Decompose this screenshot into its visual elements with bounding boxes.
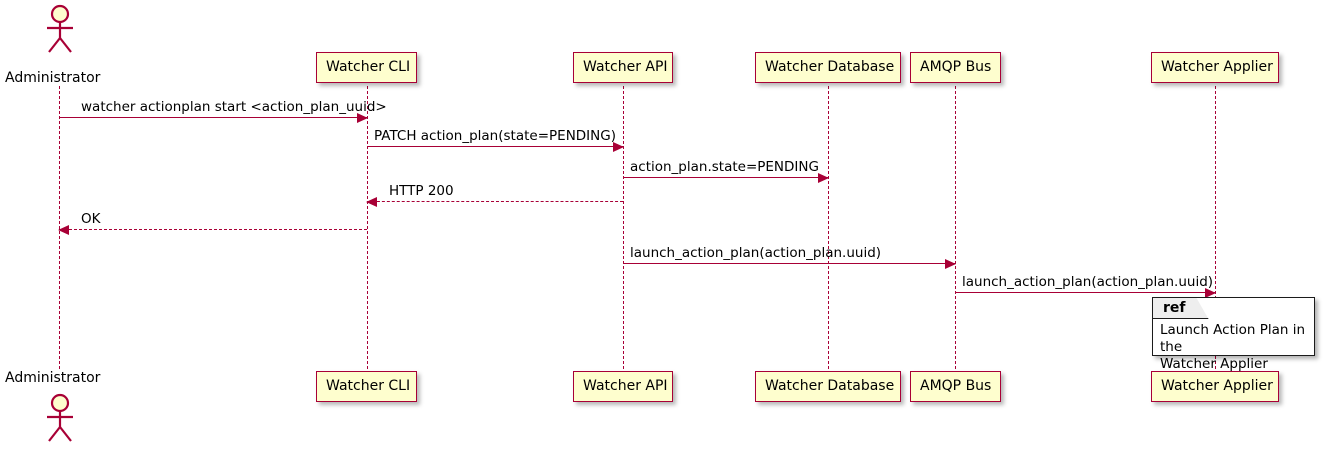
lifeline-amqp-bus (955, 86, 956, 369)
participant-watcher-applier-bottom[interactable]: Watcher Applier (1151, 371, 1279, 402)
arrowhead-left-icon (58, 225, 69, 235)
participant-watcher-cli-top[interactable]: Watcher CLI (316, 52, 417, 83)
actor-label-bottom: Administrator (5, 370, 101, 386)
lifeline-watcher-database (828, 86, 829, 369)
message-launch-action-plan-bus-to-applier: launch_action_plan(action_plan.uuid) (955, 274, 1216, 298)
participant-watcher-database-bottom[interactable]: Watcher Database (755, 371, 901, 402)
participant-amqp-bus-bottom[interactable]: AMQP Bus (910, 371, 1001, 402)
message-label: PATCH action_plan(state=PENDING) (374, 128, 616, 144)
message-label: OK (81, 211, 101, 227)
actor-stick-figure-icon (47, 4, 73, 53)
message-label: launch_action_plan(action_plan.uuid) (962, 274, 1214, 290)
arrowhead-right-icon (818, 173, 829, 183)
message-label: launch_action_plan(action_plan.uuid) (630, 245, 882, 261)
participant-amqp-bus-top[interactable]: AMQP Bus (910, 52, 1001, 83)
message-http-200: HTTP 200 (366, 183, 623, 207)
participant-watcher-api-top[interactable]: Watcher API (573, 52, 673, 83)
arrowhead-left-icon (366, 197, 377, 207)
message-watcher-actionplan-start: watcher actionplan start <action_plan_uu… (59, 99, 387, 123)
message-label: action_plan.state=PENDING (630, 159, 819, 175)
message-launch-action-plan-api-to-bus: launch_action_plan(action_plan.uuid) (623, 245, 956, 269)
arrowhead-right-icon (357, 113, 368, 123)
arrowhead-right-icon (945, 259, 956, 269)
message-action-plan-state-pending: action_plan.state=PENDING (623, 159, 829, 183)
lifeline-watcher-api (623, 86, 624, 369)
lifeline-watcher-applier (1215, 86, 1216, 369)
message-patch-action-plan: PATCH action_plan(state=PENDING) (367, 128, 624, 152)
ref-fragment: ref Launch Action Plan in the Watcher Ap… (1152, 297, 1315, 372)
message-ok: OK (58, 211, 367, 235)
actor-administrator-bottom (40, 390, 80, 442)
ref-fragment-body-text: Launch Action Plan in the Watcher Applie… (1160, 322, 1306, 372)
participant-watcher-api-bottom[interactable]: Watcher API (573, 371, 673, 402)
arrowhead-right-icon (613, 142, 624, 152)
lifeline-watcher-cli (367, 86, 368, 369)
participant-watcher-database-top[interactable]: Watcher Database (755, 52, 901, 83)
message-label: HTTP 200 (389, 183, 454, 199)
message-label: watcher actionplan start <action_plan_uu… (81, 99, 387, 115)
participant-watcher-cli-bottom[interactable]: Watcher CLI (316, 371, 417, 402)
actor-stick-figure-icon (47, 393, 73, 442)
ref-fragment-tab-label: ref (1153, 298, 1209, 319)
actor-administrator-top (40, 4, 80, 53)
participant-watcher-applier-top[interactable]: Watcher Applier (1151, 52, 1279, 83)
actor-label-top: Administrator (5, 70, 101, 86)
arrowhead-right-icon (1205, 288, 1216, 298)
